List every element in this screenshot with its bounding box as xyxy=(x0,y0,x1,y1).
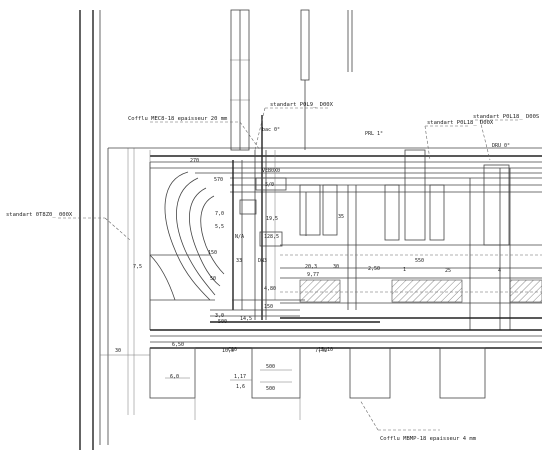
dim-label: 7,0 xyxy=(215,211,224,217)
callout-standard-right2: standart P0L18_ D00S xyxy=(473,114,539,120)
left-wall-lines xyxy=(79,10,150,450)
dim-label: 4 xyxy=(498,268,501,274)
dim-label: 1,17 xyxy=(234,374,246,380)
curved-duct xyxy=(149,161,225,330)
dim-label: C10 xyxy=(228,347,237,353)
dim-label: VEB0X0 xyxy=(262,168,280,174)
tag-top-center: bac 0° xyxy=(262,127,280,133)
dim-label: 6,50 xyxy=(172,342,184,348)
base xyxy=(100,329,542,420)
dim-label: 550 xyxy=(415,258,424,264)
dim-label: 5,5 xyxy=(215,224,224,230)
dim-label: 9,77 xyxy=(307,272,319,278)
tag-top-right-small: PRL 1° xyxy=(365,131,383,137)
callout-coffle-top: Cofflu MEC8-18 epaisseur 20 mm xyxy=(128,116,228,122)
dimension-labels: 270 VEB0X0 5/0 570 5,5 7,0 150 19,5 128,… xyxy=(115,158,501,392)
dim-label: 270 xyxy=(190,158,199,164)
dim-label: 10,0 xyxy=(222,348,234,354)
dim-label: 20,3 xyxy=(305,264,317,270)
dim-label: 14,5 xyxy=(240,316,252,322)
leader-lines xyxy=(58,107,520,431)
dim-label: 33 xyxy=(236,258,242,264)
dim-label: 25 xyxy=(445,268,451,274)
dim-label: 19,5 xyxy=(266,216,278,222)
dim-label: 150 xyxy=(264,304,273,310)
dim-label: 2,50 xyxy=(368,266,380,272)
central-structure xyxy=(210,115,380,323)
callout-coffle-bottom: Cofflu MBMP-18 epaisseur 4 mm xyxy=(380,436,477,442)
dim-label: 1 xyxy=(403,267,406,273)
dim-label: 7,5 xyxy=(133,264,142,270)
dim-label: 50 xyxy=(210,276,216,282)
dim-label: 7,40 xyxy=(315,348,327,354)
dim-label: DN3 xyxy=(258,258,267,264)
dim-label: 4,80 xyxy=(264,286,276,292)
beams xyxy=(149,147,542,320)
dim-label: 15,10 xyxy=(318,347,333,353)
dim-label: 128,5 xyxy=(264,234,279,240)
callout-standard-right1: standart P0L18_ D00X xyxy=(427,120,494,126)
dim-label: 35 xyxy=(338,214,344,220)
dim-label: 150 xyxy=(208,250,217,256)
dim-label: 500 xyxy=(218,319,227,325)
tag-right: DRU 0° xyxy=(492,143,510,149)
dim-label: 6,0 xyxy=(170,374,179,380)
dim-label: N/A xyxy=(235,234,244,240)
dim-label: 1,6 xyxy=(236,384,245,390)
dim-label: 500 xyxy=(266,386,275,392)
top-columns xyxy=(230,9,353,151)
callout-standard-left: standart 0T8Z0_ 000X xyxy=(6,212,73,218)
dim-label: 500 xyxy=(266,364,275,370)
dim-label: 5/0 xyxy=(265,182,274,188)
middle-band xyxy=(280,244,542,319)
dim-label: 570 xyxy=(214,177,223,183)
dim-label: 3,0 xyxy=(215,313,224,319)
callout-standard-top-mid: standart P0L9_ D00X xyxy=(270,102,334,108)
dim-label: 30 xyxy=(115,348,121,354)
dim-label: 30 xyxy=(333,264,339,270)
callouts: Cofflu MEC8-18 epaisseur 20 mm standart … xyxy=(6,102,539,442)
